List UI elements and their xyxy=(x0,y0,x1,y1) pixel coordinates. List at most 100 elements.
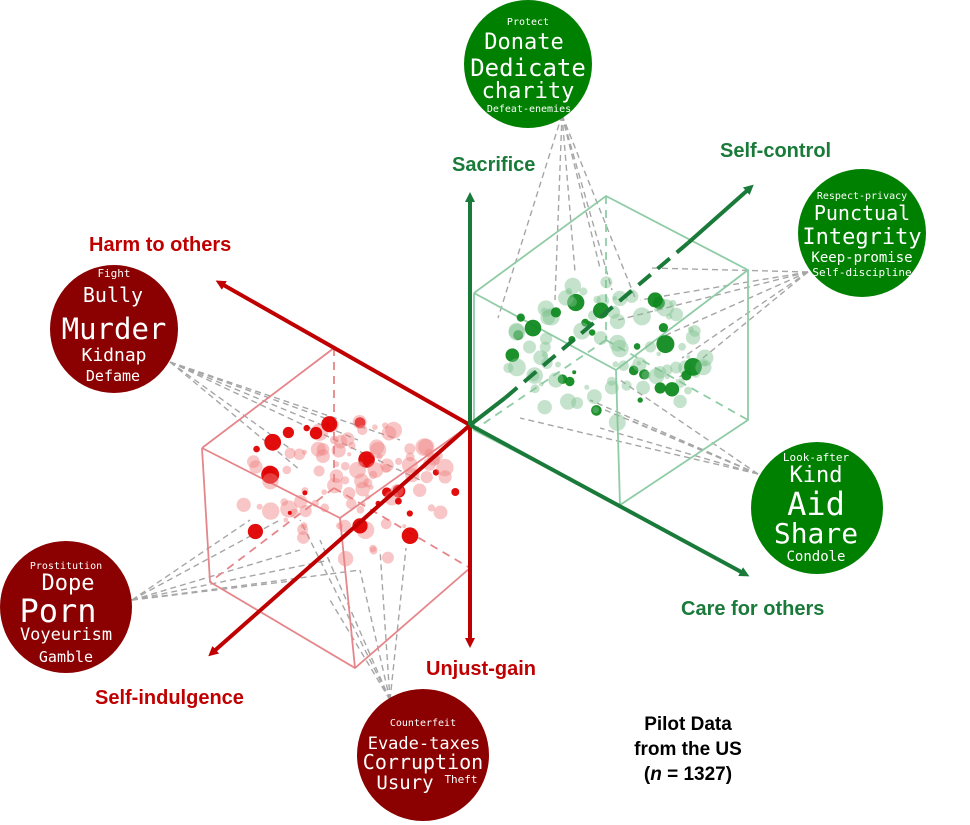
red-point xyxy=(346,498,357,510)
green-point xyxy=(684,386,692,395)
cloud-word: Fight xyxy=(97,267,130,280)
green-point xyxy=(632,357,647,372)
red-point xyxy=(264,433,282,451)
red-point xyxy=(418,438,435,456)
red-point xyxy=(380,518,392,530)
connector-line xyxy=(561,114,637,301)
green-point xyxy=(538,381,544,387)
green-point xyxy=(654,382,666,394)
connector-line xyxy=(169,361,301,471)
connector-line xyxy=(561,114,576,273)
red-point xyxy=(299,505,312,518)
green-point xyxy=(565,288,573,295)
indulgence-axis xyxy=(208,423,472,657)
red-point xyxy=(369,544,377,553)
green-point xyxy=(656,335,675,354)
red-point xyxy=(368,484,374,490)
connector-line xyxy=(299,519,391,701)
red-point xyxy=(311,499,319,507)
green-point xyxy=(647,292,663,308)
green-point xyxy=(557,374,568,385)
green-point xyxy=(670,361,683,374)
red-point xyxy=(293,448,306,461)
red-point xyxy=(355,481,371,497)
red-point xyxy=(415,438,434,457)
green-point xyxy=(607,376,617,386)
unjust-word-cloud: Counterfeit Evade-taxes Corruption Usury… xyxy=(357,689,489,821)
red-point xyxy=(333,434,348,449)
red-point xyxy=(340,432,355,446)
green-point xyxy=(516,313,525,322)
red-point xyxy=(361,501,366,506)
red-point xyxy=(289,508,299,518)
cloud-word: Donate xyxy=(484,30,563,55)
care-word-cloud: Look-after Kind Aid Share Condole xyxy=(751,442,883,574)
connector-line xyxy=(519,417,759,475)
red-point xyxy=(338,519,352,533)
green-point xyxy=(537,300,555,317)
cloud-word: Prostitution xyxy=(30,561,102,572)
cloud-word: Counterfeit xyxy=(390,718,456,729)
green-point xyxy=(628,365,639,376)
red-point xyxy=(247,523,263,540)
red-point xyxy=(372,424,378,431)
cloud-word: Defame xyxy=(86,367,140,385)
green-point xyxy=(505,348,520,363)
green-point xyxy=(664,373,670,380)
green-point xyxy=(656,351,661,357)
harm-word-cloud: Fight Bully Murder Kidnap Defame xyxy=(50,265,178,393)
green-point xyxy=(571,397,584,409)
green-point xyxy=(503,362,514,374)
green-point xyxy=(612,296,618,301)
green-point xyxy=(591,405,602,416)
red-point xyxy=(357,424,368,436)
red-point xyxy=(404,443,416,455)
red-point xyxy=(451,488,460,496)
note-line-1: Pilot Data xyxy=(644,714,732,735)
cloud-word: Murder xyxy=(62,312,167,346)
cloud-word: Protect xyxy=(507,17,549,28)
green-point xyxy=(550,307,562,318)
indulgence-axis-label: Self-indulgence xyxy=(95,687,244,709)
green-point xyxy=(611,339,629,358)
red-point xyxy=(302,490,308,496)
green-point xyxy=(618,360,629,372)
red-point xyxy=(381,425,397,441)
red-point xyxy=(341,476,350,485)
green-point xyxy=(546,309,552,314)
connector-line xyxy=(599,427,759,475)
green-point xyxy=(621,380,632,391)
red-point xyxy=(300,522,308,529)
cloud-word: Dope xyxy=(42,571,95,596)
red-point xyxy=(358,461,363,467)
red-point xyxy=(380,458,394,473)
green-point xyxy=(533,350,549,366)
red-point xyxy=(406,510,413,517)
cloud-word: charity xyxy=(482,79,575,104)
red-point xyxy=(438,470,452,484)
connector-line xyxy=(359,569,391,701)
green-point xyxy=(654,307,659,312)
green-point xyxy=(685,330,701,345)
red-point xyxy=(356,505,365,514)
connector-line xyxy=(131,569,361,601)
red-point xyxy=(297,531,310,544)
care-axis xyxy=(469,423,750,577)
green-point xyxy=(684,358,702,376)
cloud-word: Theft xyxy=(444,773,477,786)
cloud-word: Respect-privacy xyxy=(817,191,907,202)
connector-line xyxy=(649,267,809,273)
green-point xyxy=(609,334,626,352)
green-point xyxy=(567,293,585,312)
red-point xyxy=(262,473,279,490)
red-point xyxy=(256,503,263,510)
red-point xyxy=(405,452,415,462)
green-point xyxy=(541,307,548,314)
green-scatter-points xyxy=(503,276,714,431)
connector-line xyxy=(169,361,331,421)
red-point xyxy=(432,469,440,476)
green-point xyxy=(592,406,599,414)
red-point xyxy=(413,483,427,497)
indulgence-word-cloud: Prostitution Dope Porn Voyeurism Gamble xyxy=(0,541,132,673)
green-point xyxy=(581,318,590,327)
